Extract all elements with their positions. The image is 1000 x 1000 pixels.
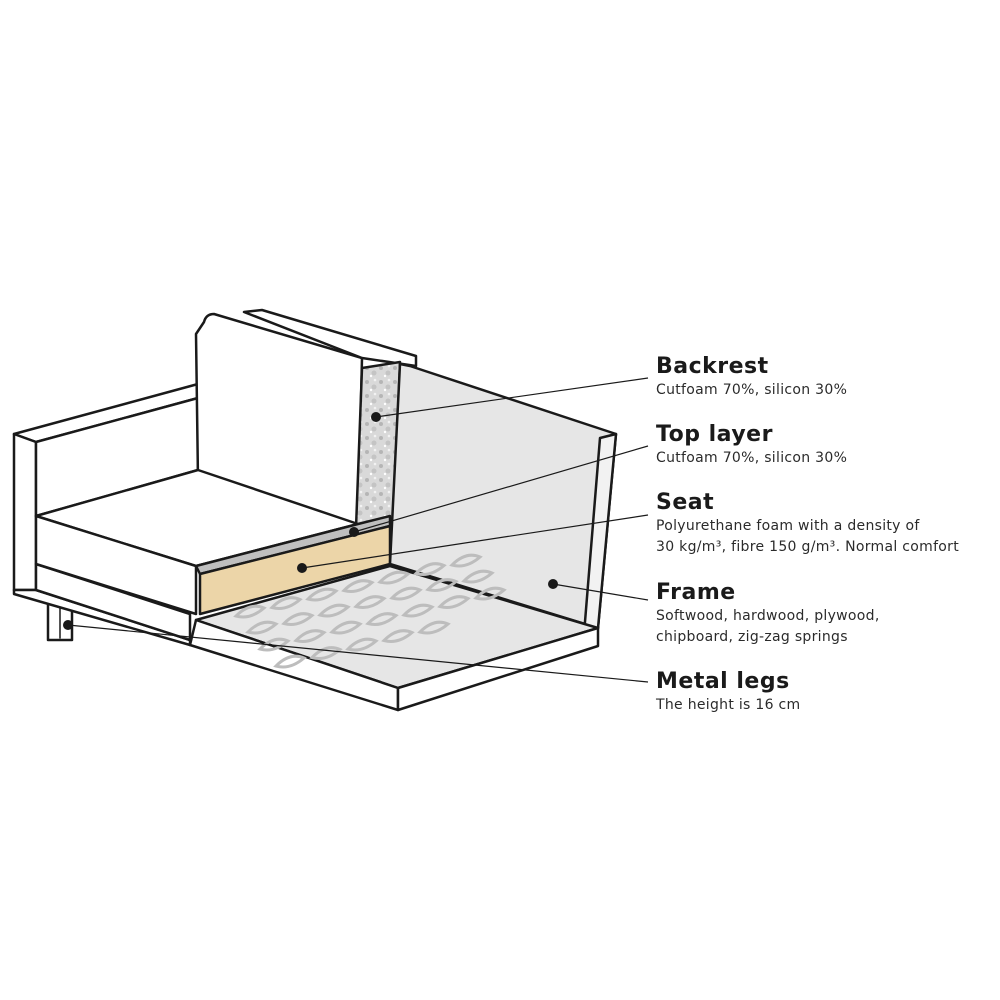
- spring-loop: [365, 612, 399, 626]
- spring-loop: [461, 569, 495, 584]
- leader-line-metal-legs: [67, 624, 649, 683]
- spring-loop: [233, 604, 267, 619]
- label-backrest: Backrest Cutfoam 70%, silicon 30%: [656, 354, 847, 401]
- label-metal-legs: Metal legs The height is 16 cm: [656, 669, 801, 716]
- seat-cushion-front: [34, 514, 198, 616]
- label-top-layer: Top layer Cutfoam 70%, silicon 30%: [656, 422, 847, 469]
- spring-loop: [389, 586, 423, 601]
- spring-loop: [417, 620, 451, 635]
- label-desc-metal-legs: The height is 16 cm: [656, 697, 801, 713]
- spring-loop: [281, 612, 315, 626]
- backrest-cushion: [194, 308, 418, 530]
- label-title-top-layer: Top layer: [656, 422, 773, 447]
- label-seat: Seat Polyurethane foam with a density of…: [656, 490, 959, 558]
- label-desc-backrest: Cutfoam 70%, silicon 30%: [656, 382, 848, 398]
- spring-loop: [381, 629, 415, 643]
- frame-bottom-right: [396, 626, 600, 712]
- label-title-backrest: Backrest: [656, 354, 769, 379]
- label-desc-seat: Polyurethane foam with a density of 30 k…: [656, 518, 960, 555]
- spring-loop: [425, 578, 459, 592]
- spring-loop: [473, 586, 507, 601]
- leader-line-top-layer: [353, 445, 649, 533]
- spring-loop: [317, 603, 351, 618]
- marker-dot-frame: [548, 579, 558, 589]
- spring-loop: [345, 637, 379, 652]
- spring-loop: [245, 620, 279, 635]
- spring-loop: [377, 570, 411, 585]
- spring-loop: [257, 637, 291, 652]
- label-title-frame: Frame: [656, 580, 736, 605]
- leader-line-backrest: [375, 377, 649, 418]
- spring-loop: [273, 654, 307, 669]
- spring-loop: [309, 646, 343, 660]
- spring-loop: [401, 603, 435, 618]
- spring-loop: [413, 562, 447, 576]
- marker-dot-top-layer: [349, 527, 359, 537]
- leader-line-frame: [552, 583, 649, 601]
- label-title-seat: Seat: [656, 490, 715, 515]
- spring-loop: [269, 596, 303, 610]
- label-frame: Frame Softwood, hardwood, plywood, chipb…: [656, 580, 880, 648]
- marker-dot-metal-legs: [63, 620, 73, 630]
- label-desc-top-layer: Cutfoam 70%, silicon 30%: [656, 450, 848, 466]
- spring-loop: [305, 587, 339, 602]
- label-desc-frame: Softwood, hardwood, plywood, chipboard, …: [656, 608, 880, 645]
- spring-loop: [341, 579, 375, 593]
- spring-loop: [353, 595, 387, 609]
- spring-loop: [449, 553, 483, 568]
- spring-loop: [437, 595, 471, 609]
- spring-loop: [293, 629, 327, 643]
- marker-dot-backrest: [371, 412, 381, 422]
- spring-loop: [329, 620, 363, 635]
- label-title-metal-legs: Metal legs: [656, 669, 790, 694]
- leader-line-seat: [301, 514, 649, 569]
- marker-dot-seat: [297, 563, 307, 573]
- zig-zag-springs: [233, 553, 507, 669]
